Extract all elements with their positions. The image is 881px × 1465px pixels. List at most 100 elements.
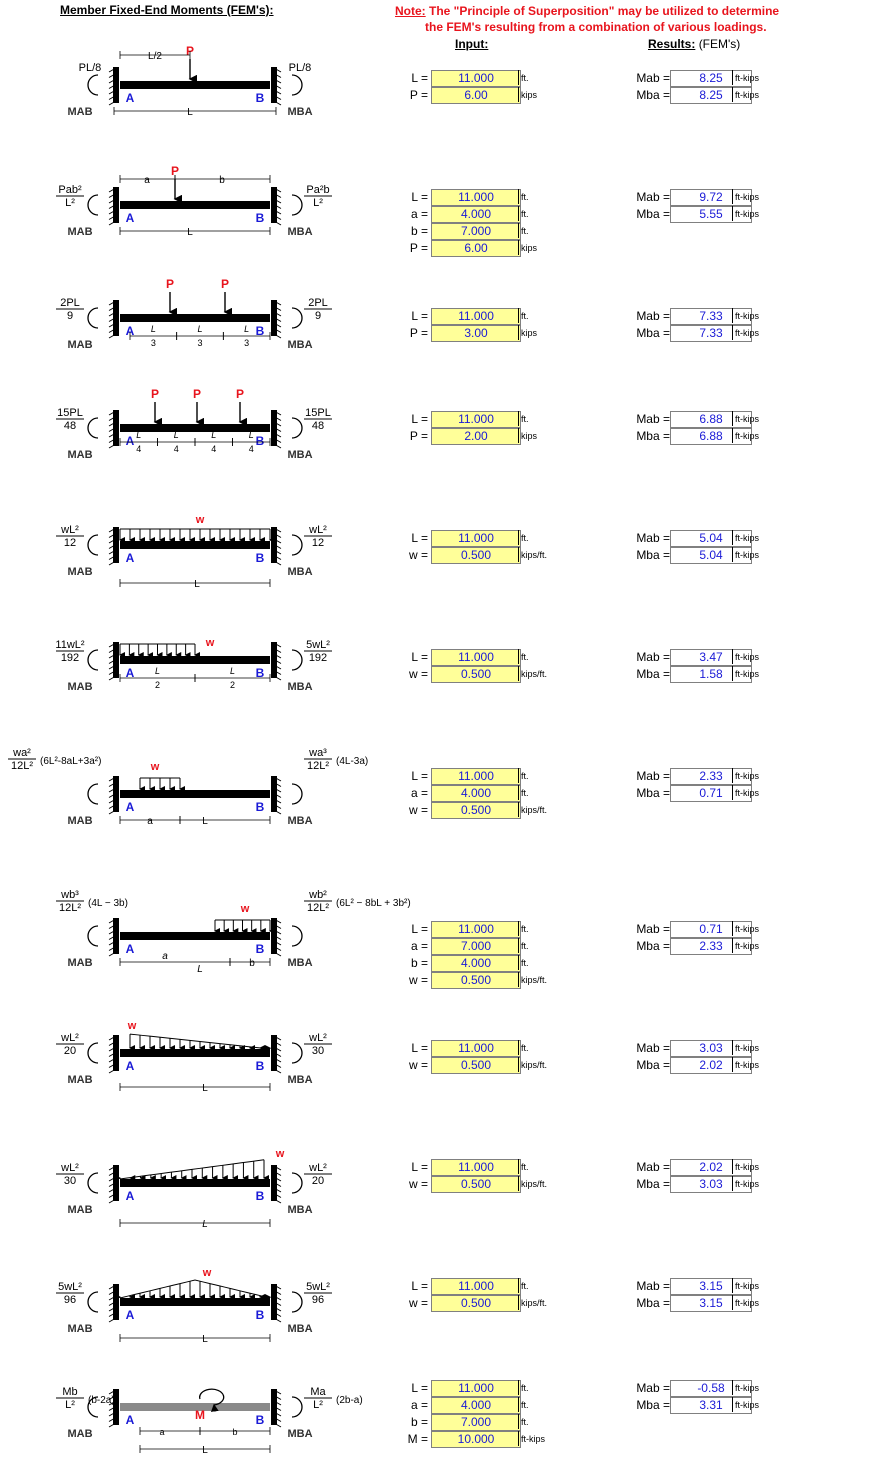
input-cell[interactable]: 11.000 bbox=[431, 1380, 521, 1397]
input-cell[interactable]: 11.000 bbox=[431, 649, 521, 666]
wall-hatch bbox=[108, 322, 117, 328]
input-label: a = bbox=[410, 939, 428, 953]
load-label: w bbox=[127, 1020, 137, 1032]
end-label-b: B bbox=[256, 551, 265, 565]
result-cell: 6.88 bbox=[670, 411, 752, 428]
input-cell[interactable]: 2.00 bbox=[431, 428, 521, 445]
right-fem-formula: PL/8 bbox=[289, 62, 312, 74]
wall-hatch bbox=[273, 1295, 282, 1301]
wall-hatch bbox=[108, 1046, 117, 1052]
input-cell[interactable]: 4.000 bbox=[431, 955, 521, 972]
wall-hatch bbox=[108, 1041, 117, 1046]
results-header: Results: (FEM's) bbox=[648, 37, 740, 51]
result-unit: ft-kips bbox=[732, 1295, 759, 1310]
input-cell[interactable]: 0.500 bbox=[431, 1057, 521, 1074]
wall-hatch bbox=[108, 95, 117, 100]
input-cell[interactable]: 11.000 bbox=[431, 768, 521, 785]
left-fem-formula-num: wL² bbox=[60, 1032, 79, 1044]
mba-diagram-label: MBA bbox=[287, 1074, 312, 1086]
input-cell[interactable]: 6.00 bbox=[431, 240, 521, 257]
input-cell[interactable]: 0.500 bbox=[431, 1295, 521, 1312]
result-label: Mab = bbox=[636, 531, 670, 545]
input-cell[interactable]: 11.000 bbox=[431, 530, 521, 547]
input-cell[interactable]: 0.500 bbox=[431, 802, 521, 819]
input-unit: ft. bbox=[518, 189, 529, 204]
input-unit: ft. bbox=[518, 1414, 529, 1429]
input-cell[interactable]: 11.000 bbox=[431, 411, 521, 428]
input-label: M = bbox=[407, 1432, 428, 1446]
result-label: Mba = bbox=[636, 207, 670, 221]
input-cell[interactable]: 7.000 bbox=[431, 1414, 521, 1431]
input-label: a = bbox=[410, 207, 428, 221]
result-unit: ft-kips bbox=[732, 530, 759, 545]
input-cell[interactable]: 11.000 bbox=[431, 1278, 521, 1295]
wall-hatch bbox=[108, 538, 117, 544]
wall-hatch bbox=[273, 1400, 282, 1406]
end-label-b: B bbox=[256, 211, 265, 225]
input-cell[interactable]: 11.000 bbox=[431, 189, 521, 206]
wall-hatch bbox=[273, 560, 282, 566]
wall-hatch bbox=[108, 787, 117, 793]
result-cell: 5.04 bbox=[670, 547, 752, 564]
input-label: b = bbox=[410, 956, 428, 970]
segment-length-den: 4 bbox=[249, 444, 254, 454]
wall-hatch bbox=[273, 421, 282, 427]
wall-hatch bbox=[273, 100, 282, 106]
left-fem-formula-den: L² bbox=[65, 197, 75, 209]
end-label-a: A bbox=[126, 1413, 135, 1427]
input-cell[interactable]: 4.000 bbox=[431, 1397, 521, 1414]
result-cell: 3.47 bbox=[670, 649, 752, 666]
wall-hatch bbox=[273, 89, 282, 95]
wall-hatch bbox=[273, 793, 282, 798]
input-cell[interactable]: 4.000 bbox=[431, 206, 521, 223]
mba-diagram-label: MBA bbox=[287, 1204, 312, 1216]
input-cell[interactable]: 6.00 bbox=[431, 87, 521, 104]
right-fem-formula-den: 30 bbox=[312, 1045, 324, 1057]
wall-hatch bbox=[273, 675, 282, 681]
input-label: w = bbox=[408, 1296, 428, 1310]
result-cell: 3.03 bbox=[670, 1040, 752, 1057]
input-cell[interactable]: 3.00 bbox=[431, 325, 521, 342]
input-unit: ft. bbox=[518, 955, 529, 970]
input-cell[interactable]: 0.500 bbox=[431, 1176, 521, 1193]
end-label-a: A bbox=[126, 91, 135, 105]
input-cell[interactable]: 11.000 bbox=[431, 921, 521, 938]
input-cell[interactable]: 11.000 bbox=[431, 70, 521, 87]
moment-arrow-icon bbox=[87, 194, 99, 216]
result-unit: ft-kips bbox=[732, 70, 759, 85]
moment-arrow-icon bbox=[291, 649, 303, 671]
result-unit: ft-kips bbox=[732, 649, 759, 664]
result-cell: 5.04 bbox=[670, 530, 752, 547]
input-cell[interactable]: 0.500 bbox=[431, 972, 521, 989]
load-profile-line bbox=[119, 1159, 265, 1180]
wall-hatch bbox=[108, 187, 117, 193]
input-cell[interactable]: 0.500 bbox=[431, 547, 521, 564]
input-cell[interactable]: 10.000 bbox=[431, 1431, 521, 1448]
input-cell[interactable]: 11.000 bbox=[431, 1040, 521, 1057]
load-profile-line bbox=[129, 1033, 271, 1050]
wall-hatch bbox=[273, 946, 282, 951]
input-cell[interactable]: 11.000 bbox=[431, 1159, 521, 1176]
input-cell[interactable]: 0.500 bbox=[431, 666, 521, 683]
mba-diagram-label: MBA bbox=[287, 449, 312, 461]
input-cell[interactable]: 7.000 bbox=[431, 938, 521, 955]
input-cell[interactable]: 11.000 bbox=[431, 308, 521, 325]
mba-diagram-label: MBA bbox=[287, 226, 312, 238]
input-cell[interactable]: 4.000 bbox=[431, 785, 521, 802]
moment-arrow-icon bbox=[291, 1396, 303, 1418]
wall-hatch bbox=[108, 73, 117, 78]
wall-hatch bbox=[273, 438, 282, 443]
input-cell[interactable]: 7.000 bbox=[431, 223, 521, 240]
beam bbox=[120, 201, 270, 209]
wall-hatch bbox=[273, 187, 282, 193]
input-label: L = bbox=[411, 309, 428, 323]
end-label-b: B bbox=[256, 942, 265, 956]
right-fem-formula-den: 20 bbox=[312, 1175, 324, 1187]
end-label-b: B bbox=[256, 800, 265, 814]
segment-length-den: 3 bbox=[197, 338, 202, 348]
wall-hatch bbox=[108, 675, 117, 681]
beam bbox=[120, 932, 270, 940]
span-label: L bbox=[194, 579, 200, 590]
wall-hatch bbox=[108, 659, 117, 664]
